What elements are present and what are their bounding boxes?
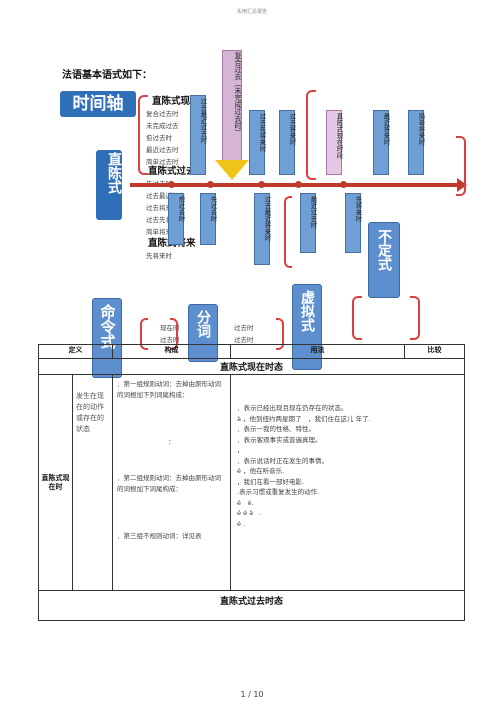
past-tense-title: 直陈式过去时态 [38,590,465,621]
arrow-label: 愈过去时 [177,196,185,222]
definition-cell: 发生在现在的动作或存在的状态 [72,374,113,591]
arrow-label: 过去最近过去时 [199,98,207,144]
list-item: 简单过去时 [146,158,179,166]
list-item: 先将来时 [146,252,172,260]
arrow-label: 过去将来时 [288,113,296,146]
header-note: 实用汇总报告 [236,9,267,15]
usage-line: ．表示说话时正在发生的事情。 [237,456,328,465]
infinitive-label: 不定式 [376,229,392,271]
axis-dot [168,181,175,188]
form-item: ： [168,438,175,446]
red-bracket [306,90,316,180]
usage-line: .表示习惯或重复发生的动作. [237,488,320,496]
red-bracket [456,136,466,196]
arrow-label: 简单将来时 [417,113,425,146]
arrow-column [200,193,216,245]
form-item: ．第二组规则动词：去掉由原形动词的词根加下词尾构成： [117,474,221,493]
usage-line: é é à . [237,509,262,517]
arrow-column [279,110,295,175]
usage-line: ．表示已经出现且现在仍存在的状态。 [237,404,348,412]
arrow-column [249,110,265,175]
arrow-label: 直陈式现在时段 [335,113,343,159]
list-item: 简单将来时 [146,228,179,236]
form-item: ．第一组规则动词：去掉由原形动词的词根加下列词尾构成： [117,380,221,399]
row-label: 直陈式现在时 [38,374,73,591]
participle-item: 现在时 [160,324,180,332]
participle-list-right: 过去时 过去时 [234,322,254,346]
form-cell: ．第一组规则动词：去掉由原形动词的词根加下列词尾构成： ： ．第二组规则动词：去… [112,374,231,591]
yellow-arrowhead [215,160,249,180]
arrow-label: 最近将来时 [382,113,390,146]
arrow-column [408,110,424,175]
present-section-title: 直陈式现在 [152,96,200,107]
arrow-column [373,110,389,175]
table-header: 用法 [230,344,405,359]
arrow-column [326,110,342,175]
participle-item: 过去时 [160,336,180,344]
arrow-column [190,95,206,175]
arrow-label: 过去先将来时 [258,113,266,152]
table-row: 直陈式现在时态 [38,358,465,375]
arrow-column [345,193,361,253]
imperative-label: 命令式 [98,304,117,349]
usage-line: à ，他到纽约两星期了 ，我们住在这儿 年了. [237,414,371,423]
arrow-label: 先过去时 [209,196,217,222]
table-header: 定义 [38,344,113,359]
red-bracket [352,296,362,340]
usage-line: ．表示客观事实或普遍真理。 [237,435,322,444]
list-item: 过去将来时 [146,204,179,212]
present-tense-title: 直陈式现在时态 [38,358,465,375]
red-bracket [410,296,420,340]
red-bracket [284,196,292,268]
past-section-title: 直陈式过去 [148,166,196,177]
axis-dot [258,181,265,188]
usage-line: ， [237,446,244,454]
page-title: 法语基本语式如下： [62,70,152,81]
usage-line: ，我们在看一部好电影. [237,477,305,486]
arrow-label: 先将来时 [354,196,362,222]
participle-item: 过去时 [234,324,254,332]
red-bracket-left [138,95,148,175]
axis-dot [207,181,214,188]
time-axis-arrowhead [457,178,467,192]
arrow-column [254,193,270,265]
list-item: 过去先将来时 [146,216,185,224]
yellow-arrow-label: 复合过去（未完成过去时） [234,52,242,136]
usage-line: é ，他在听音乐. [237,467,285,475]
subjunctive-label: 虚拟式 [299,290,315,332]
list-item: 最近过去时 [146,146,179,154]
table-header-row: 定义 构成 用法 比较 [38,344,465,359]
arrow-column [300,193,316,253]
indicative-box [96,150,122,220]
axis-dot [295,181,302,188]
timeline-box [60,91,136,117]
participle-item: 过去时 [234,336,254,344]
timeline-label: 时间轴 [72,94,124,114]
arrow-column [168,193,184,245]
table-row: 直陈式现在时 发生在现在的动作或存在的状态 ．第一组规则动词：去掉由原形动词的词… [38,374,465,591]
form-item: ．第三组不规则动词：详见表 [117,532,202,540]
page-number: 1 / 10 [240,690,264,699]
list-item: 复合过去时 [146,110,179,118]
participle-list: 现在时 过去时 [160,322,180,346]
usage-line: ．表示一我的性格、特性。 [237,425,315,433]
table-header: 比较 [404,344,465,359]
arrow-label: 过去最近将来时 [263,196,271,242]
indicative-label: 直陈式 [106,152,122,194]
list-item: 愈过去时 [146,134,172,142]
infinitive-box: 不定式 [368,222,400,298]
participle-label: 分词 [195,310,211,338]
grammar-table: 定义 构成 用法 比较 直陈式现在时态 直陈式现在时 发生在现在的动作或存在的状… [38,344,465,621]
arrow-label: 最近过去时 [309,196,317,229]
axis-dot [340,181,347,188]
list-item: 未完成过去 [146,122,179,130]
table-row: 直陈式过去时态 [38,590,465,621]
usage-cell: ．表示已经出现且现在仍存在的状态。 à ，他到纽约两星期了 ，我们住在这儿 年了… [230,374,465,591]
usage-line: é . [237,519,246,528]
list-item: 过去最近将来 [146,192,185,200]
table-header: 构成 [112,344,231,359]
usage-line: é é. [237,498,254,507]
